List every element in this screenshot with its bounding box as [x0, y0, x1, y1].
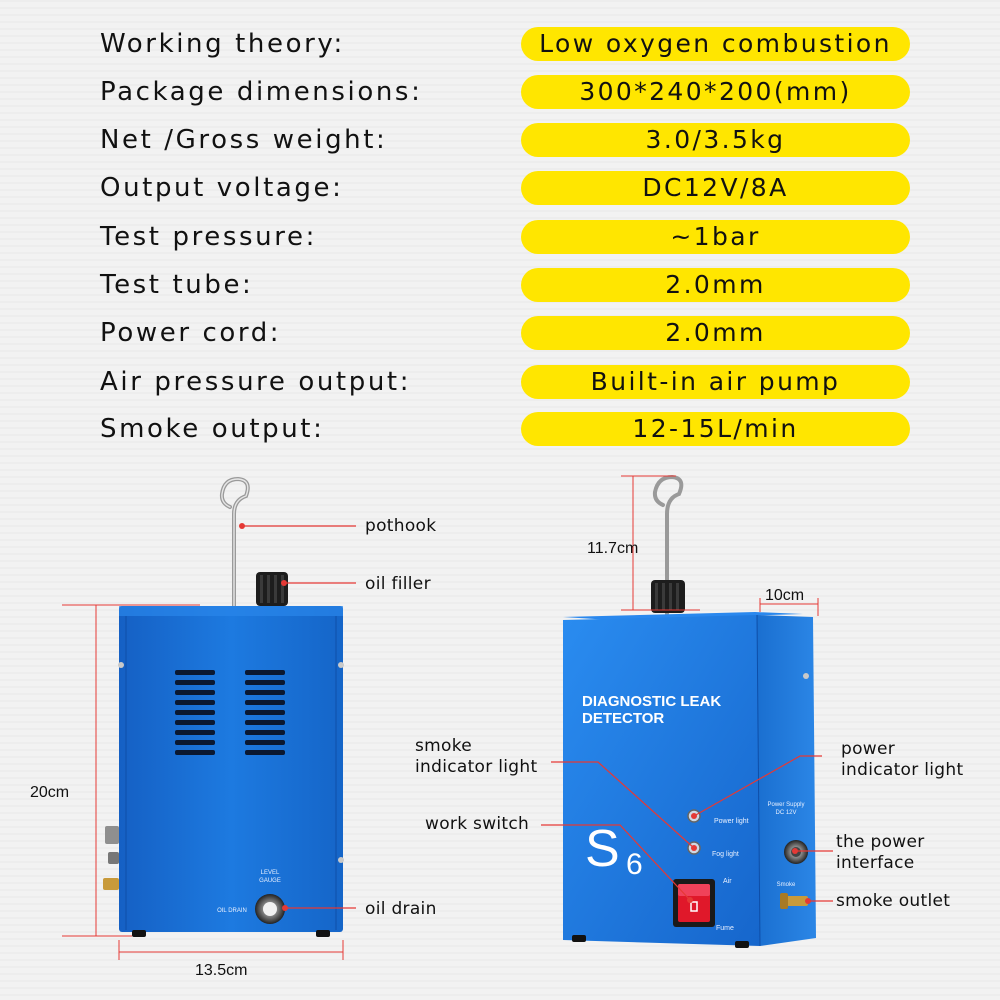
- smoke-indicator-callout-line2: indicator light: [415, 757, 538, 777]
- callout-dot: [239, 523, 245, 529]
- callout-dot: [281, 580, 287, 586]
- spec-label: Test pressure:: [100, 222, 317, 252]
- level-gauge-label: GAUGE: [259, 878, 281, 884]
- spec-value: 2.0mm: [521, 316, 910, 350]
- spec-label: Output voltage:: [100, 173, 344, 203]
- model-logo-number: 6: [626, 848, 643, 881]
- left-unit: LEVEL GAUGE OIL DRAIN: [103, 476, 344, 937]
- side-fitting: [105, 826, 119, 844]
- device-title-line2: DETECTOR: [582, 710, 664, 727]
- pothook-callout: pothook: [365, 516, 437, 536]
- callout-dot: [691, 845, 697, 851]
- spec-label: Test tube:: [100, 270, 254, 300]
- power-light-small-label: Power light: [714, 818, 749, 825]
- spec-value: 3.0/3.5kg: [521, 123, 910, 157]
- spec-value: 300*240*200(mm): [521, 75, 910, 109]
- spec-label: Smoke output:: [100, 414, 325, 444]
- spec-value: DC12V/8A: [521, 171, 910, 205]
- smoke-outlet-nozzle: [784, 896, 808, 906]
- work-switch-callout: work switch: [425, 814, 530, 834]
- callout-dot: [805, 898, 811, 904]
- spec-value: ~1bar: [521, 220, 910, 254]
- callout-dot: [792, 848, 798, 854]
- left-callout-lines: [242, 525, 356, 909]
- power-supply-label: Power Supply: [767, 802, 804, 808]
- spec-row-weight: Net /Gross weight: 3.0/3.5kg: [0, 123, 1000, 157]
- fog-light-small-label: Fog light: [712, 851, 739, 858]
- spec-value: 2.0mm: [521, 268, 910, 302]
- device-title-line1: DIAGNOSTIC LEAK: [582, 693, 721, 710]
- spec-label: Package dimensions:: [100, 77, 423, 107]
- model-logo: S: [585, 820, 620, 878]
- spec-label: Net /Gross weight:: [100, 125, 388, 155]
- power-supply-voltage-label: DC 12V: [775, 810, 796, 816]
- left-unit-body: [119, 606, 343, 932]
- fume-small-label: Fume: [716, 925, 734, 932]
- spec-value: Low oxygen combustion: [521, 27, 910, 61]
- right-unit-front: [563, 615, 760, 946]
- right-unit: DIAGNOSTIC LEAK DETECTOR S 6 Power light…: [563, 474, 816, 948]
- power-indicator-callout-line1: power: [841, 739, 896, 759]
- spec-row-output-voltage: Output voltage: DC12V/8A: [0, 171, 1000, 205]
- right-unit-hook: [652, 474, 684, 616]
- spec-row-smoke-output: Smoke output: 12-15L/min: [0, 412, 1000, 446]
- right-unit-top: [563, 612, 803, 620]
- smoke-outlet-callout: smoke outlet: [836, 891, 951, 911]
- spec-value: 12-15L/min: [521, 412, 910, 446]
- spec-row-test-tube: Test tube: 2.0mm: [0, 268, 1000, 302]
- height-dimension: 20cm: [30, 784, 69, 801]
- oil-drain-callout: oil drain: [365, 899, 437, 919]
- spec-row-working-theory: Working theory: Low oxygen combustion: [0, 27, 1000, 61]
- vent-grille: [175, 670, 285, 755]
- brass-fitting: [103, 878, 119, 890]
- air-small-label: Air: [723, 878, 732, 885]
- callout-dot: [691, 813, 697, 819]
- spec-value: Built-in air pump: [521, 365, 910, 399]
- spec-row-power-cord: Power cord: 2.0mm: [0, 316, 1000, 350]
- smoke-indicator-callout-line1: smoke: [415, 736, 473, 756]
- product-illustration: LEVEL GAUGE OIL DRAIN 20cm 13.5cm: [30, 474, 833, 979]
- power-interface-callout-line2: interface: [836, 853, 915, 873]
- depth-dimension: 10cm: [765, 587, 804, 604]
- callout-dot: [282, 905, 288, 911]
- callout-dot: [687, 897, 693, 903]
- left-dimensions: [62, 604, 344, 960]
- level-gauge-label: LEVEL: [261, 870, 280, 876]
- power-indicator-callout-line2: indicator light: [841, 760, 964, 780]
- right-dimensions: [621, 475, 819, 616]
- oil-drain-small-label: OIL DRAIN: [217, 908, 247, 914]
- spec-label: Air pressure output:: [100, 367, 412, 397]
- oil-filler-cap: [256, 572, 288, 606]
- spec-label: Power cord:: [100, 318, 282, 348]
- smoke-small-label: Smoke: [777, 882, 796, 888]
- pothook-hook: [219, 476, 250, 612]
- spec-label: Working theory:: [100, 29, 345, 59]
- spec-row-package-dimensions: Package dimensions: 300*240*200(mm): [0, 75, 1000, 109]
- hook-height-dimension: 11.7cm: [587, 540, 638, 557]
- right-unit-side: [757, 615, 816, 946]
- spec-row-air-pressure-output: Air pressure output: Built-in air pump: [0, 365, 1000, 399]
- oil-filler-callout: oil filler: [365, 574, 431, 594]
- power-interface-callout-line1: the power: [836, 832, 925, 852]
- right-callout-lines: [541, 755, 833, 902]
- spec-row-test-pressure: Test pressure: ~1bar: [0, 220, 1000, 254]
- width-dimension: 13.5cm: [195, 962, 247, 979]
